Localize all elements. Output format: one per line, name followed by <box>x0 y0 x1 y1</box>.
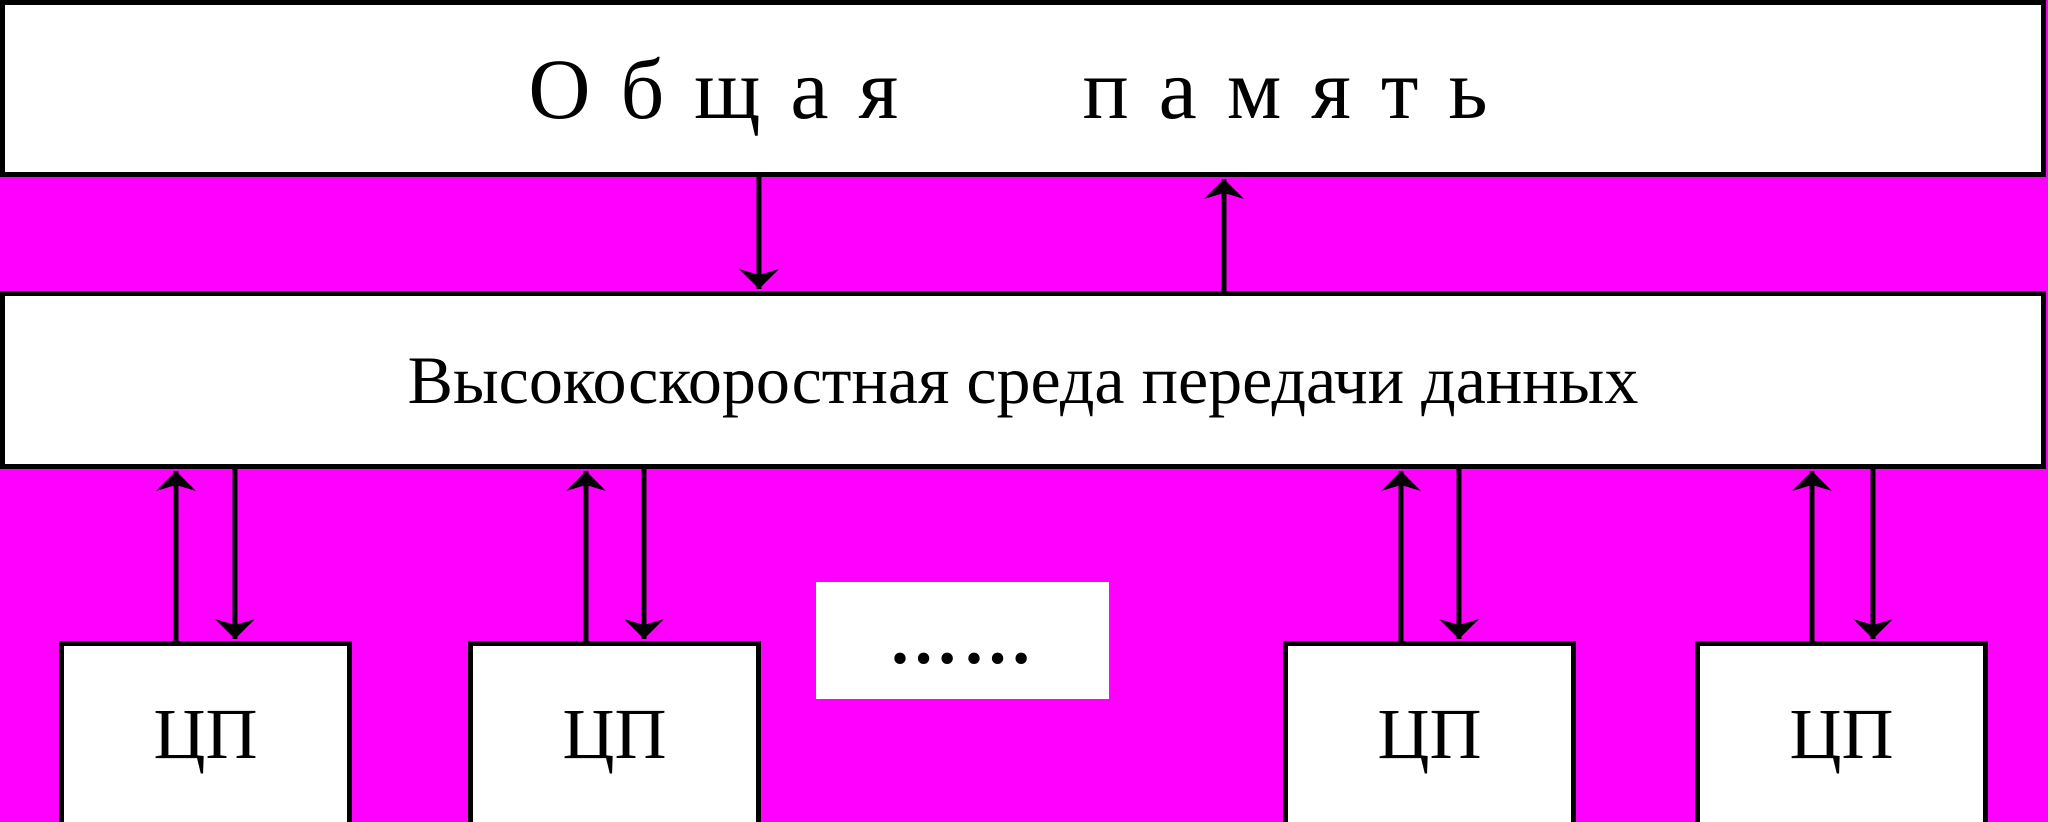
cpu-block-2: ЦП <box>468 641 761 822</box>
cpu-block-1: ЦП <box>59 641 352 822</box>
interconnect-label: Высокоскоростная среда передачи данных <box>407 341 1639 418</box>
cpu-label-1: ЦП <box>153 693 258 774</box>
cpu-block-3: ЦП <box>1283 641 1576 822</box>
shared-memory-label: Общая память <box>528 40 1518 137</box>
cpu-label-2: ЦП <box>562 693 667 774</box>
ellipsis-label: …… <box>888 601 1037 679</box>
cpu-label-3: ЦП <box>1377 693 1482 774</box>
cpu-block-4: ЦП <box>1695 641 1988 822</box>
interconnect-block: Высокоскоростная среда передачи данных <box>0 291 2046 469</box>
more-cpus-ellipsis-box: …… <box>816 582 1109 699</box>
shared-memory-block: Общая память <box>0 0 2046 177</box>
cpu-label-4: ЦП <box>1789 693 1894 774</box>
